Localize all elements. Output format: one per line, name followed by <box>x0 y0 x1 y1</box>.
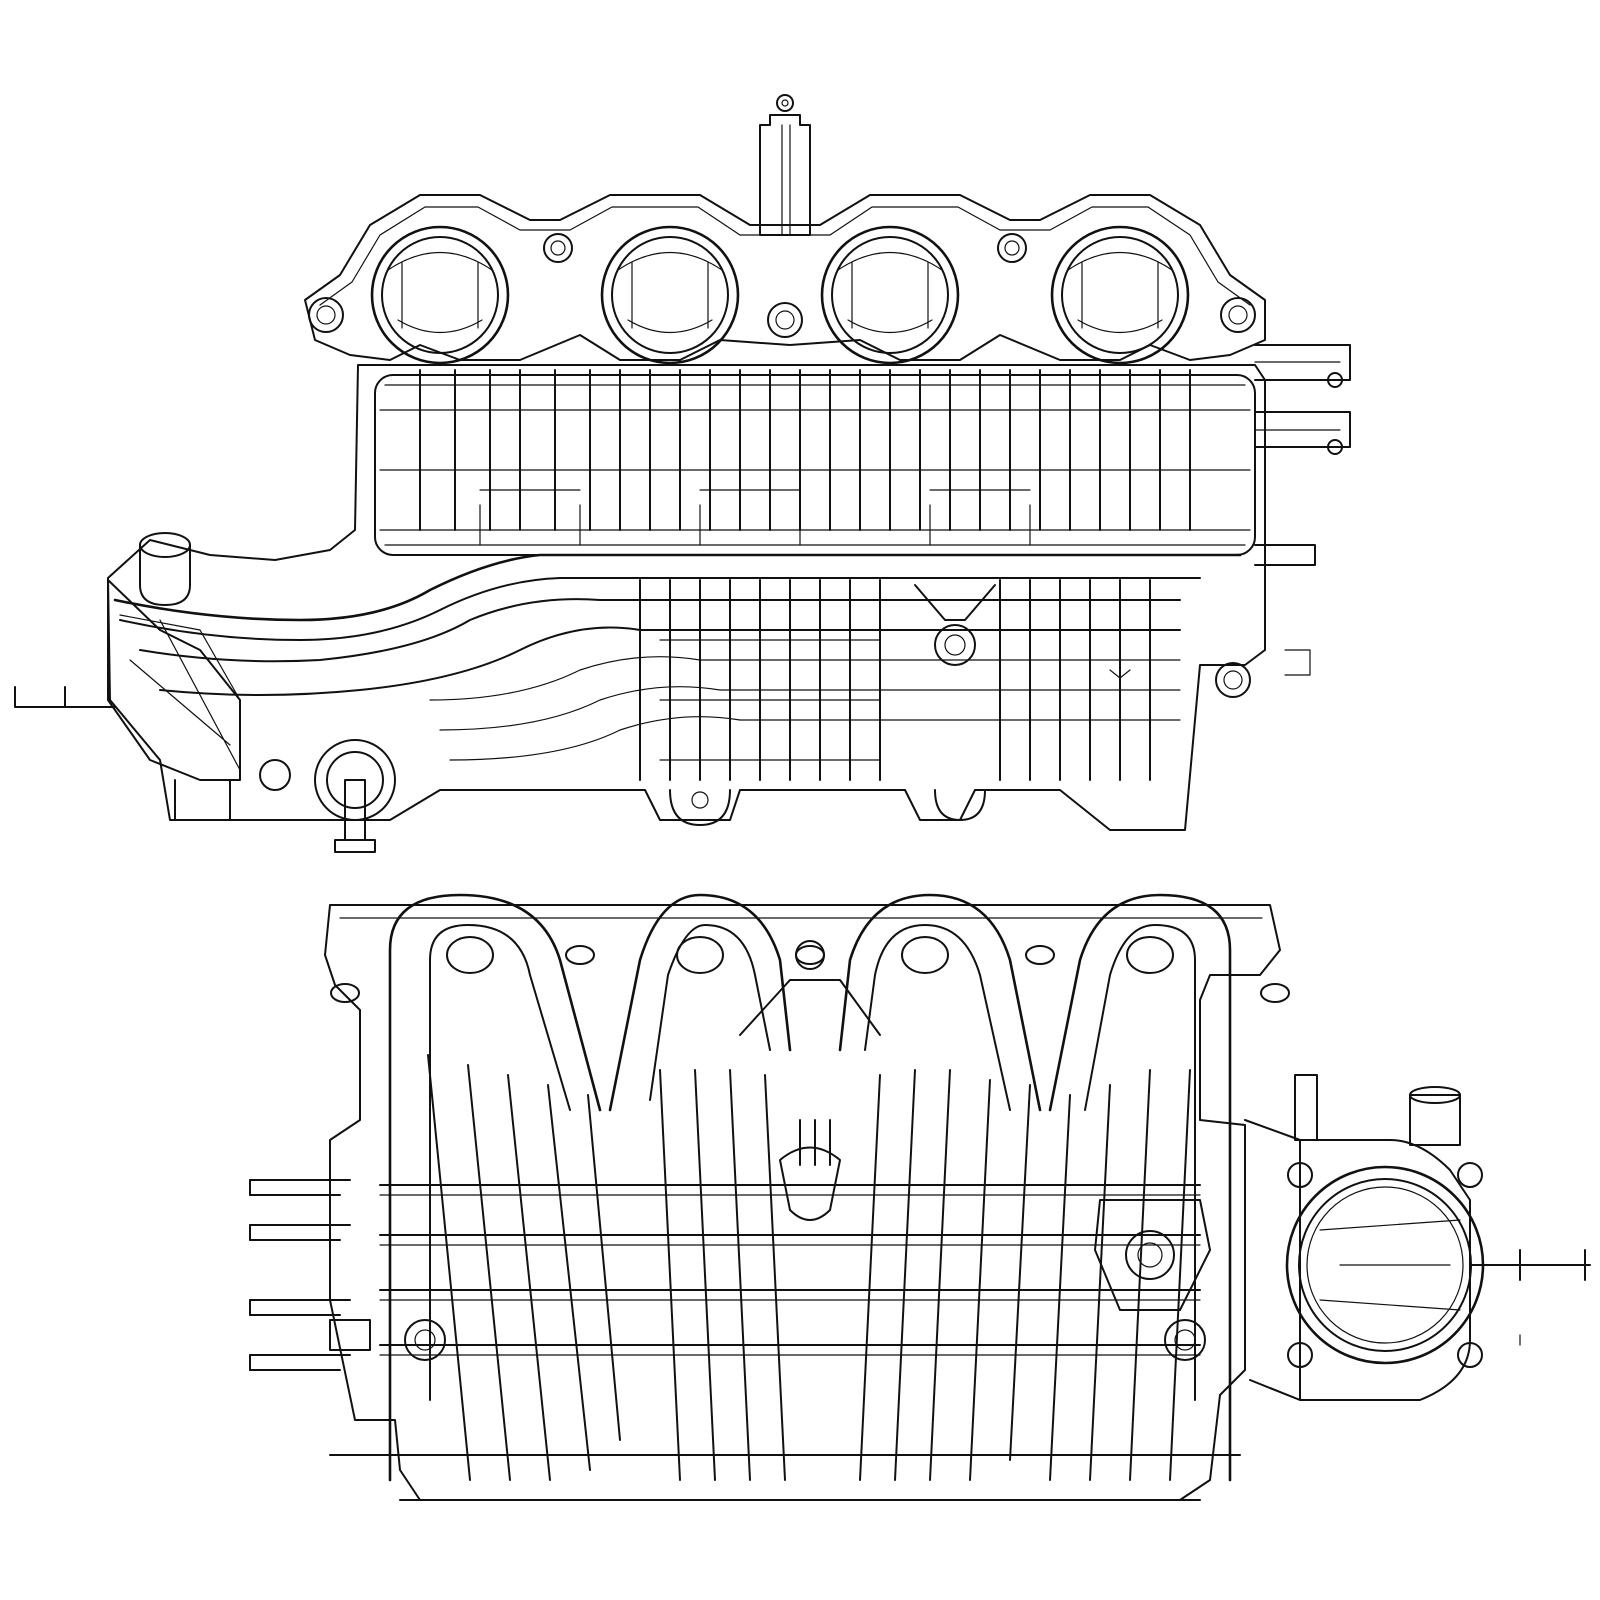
flange-bolt-holes <box>308 233 1256 338</box>
center-boss <box>404 1119 1211 1361</box>
flange-bolt-holes-front <box>330 945 1290 1003</box>
horizontal-rails <box>379 1184 1201 1356</box>
base-line <box>329 1454 1241 1501</box>
throttle-body <box>1244 1074 1591 1401</box>
head-flange <box>304 194 1266 361</box>
inlet-elbow <box>107 532 241 821</box>
sensor-bosses <box>259 584 1251 853</box>
plenum-ribs <box>419 369 1191 546</box>
pcv-connectors <box>1254 344 1351 676</box>
diagonal-ribs <box>427 1054 1191 1481</box>
port-4 <box>1050 225 1190 365</box>
front-view <box>249 893 1591 1501</box>
intake-ports <box>370 225 1190 365</box>
runner-bundle <box>113 553 1242 781</box>
port-3 <box>820 225 960 365</box>
top-mount-tab <box>759 94 811 236</box>
left-tubes <box>249 1179 371 1371</box>
runner-arches <box>388 893 1232 1482</box>
top-view <box>14 94 1351 853</box>
port-1 <box>370 225 510 365</box>
port-2 <box>600 225 740 365</box>
flange-band <box>324 904 1281 1501</box>
left-tube <box>14 686 116 708</box>
